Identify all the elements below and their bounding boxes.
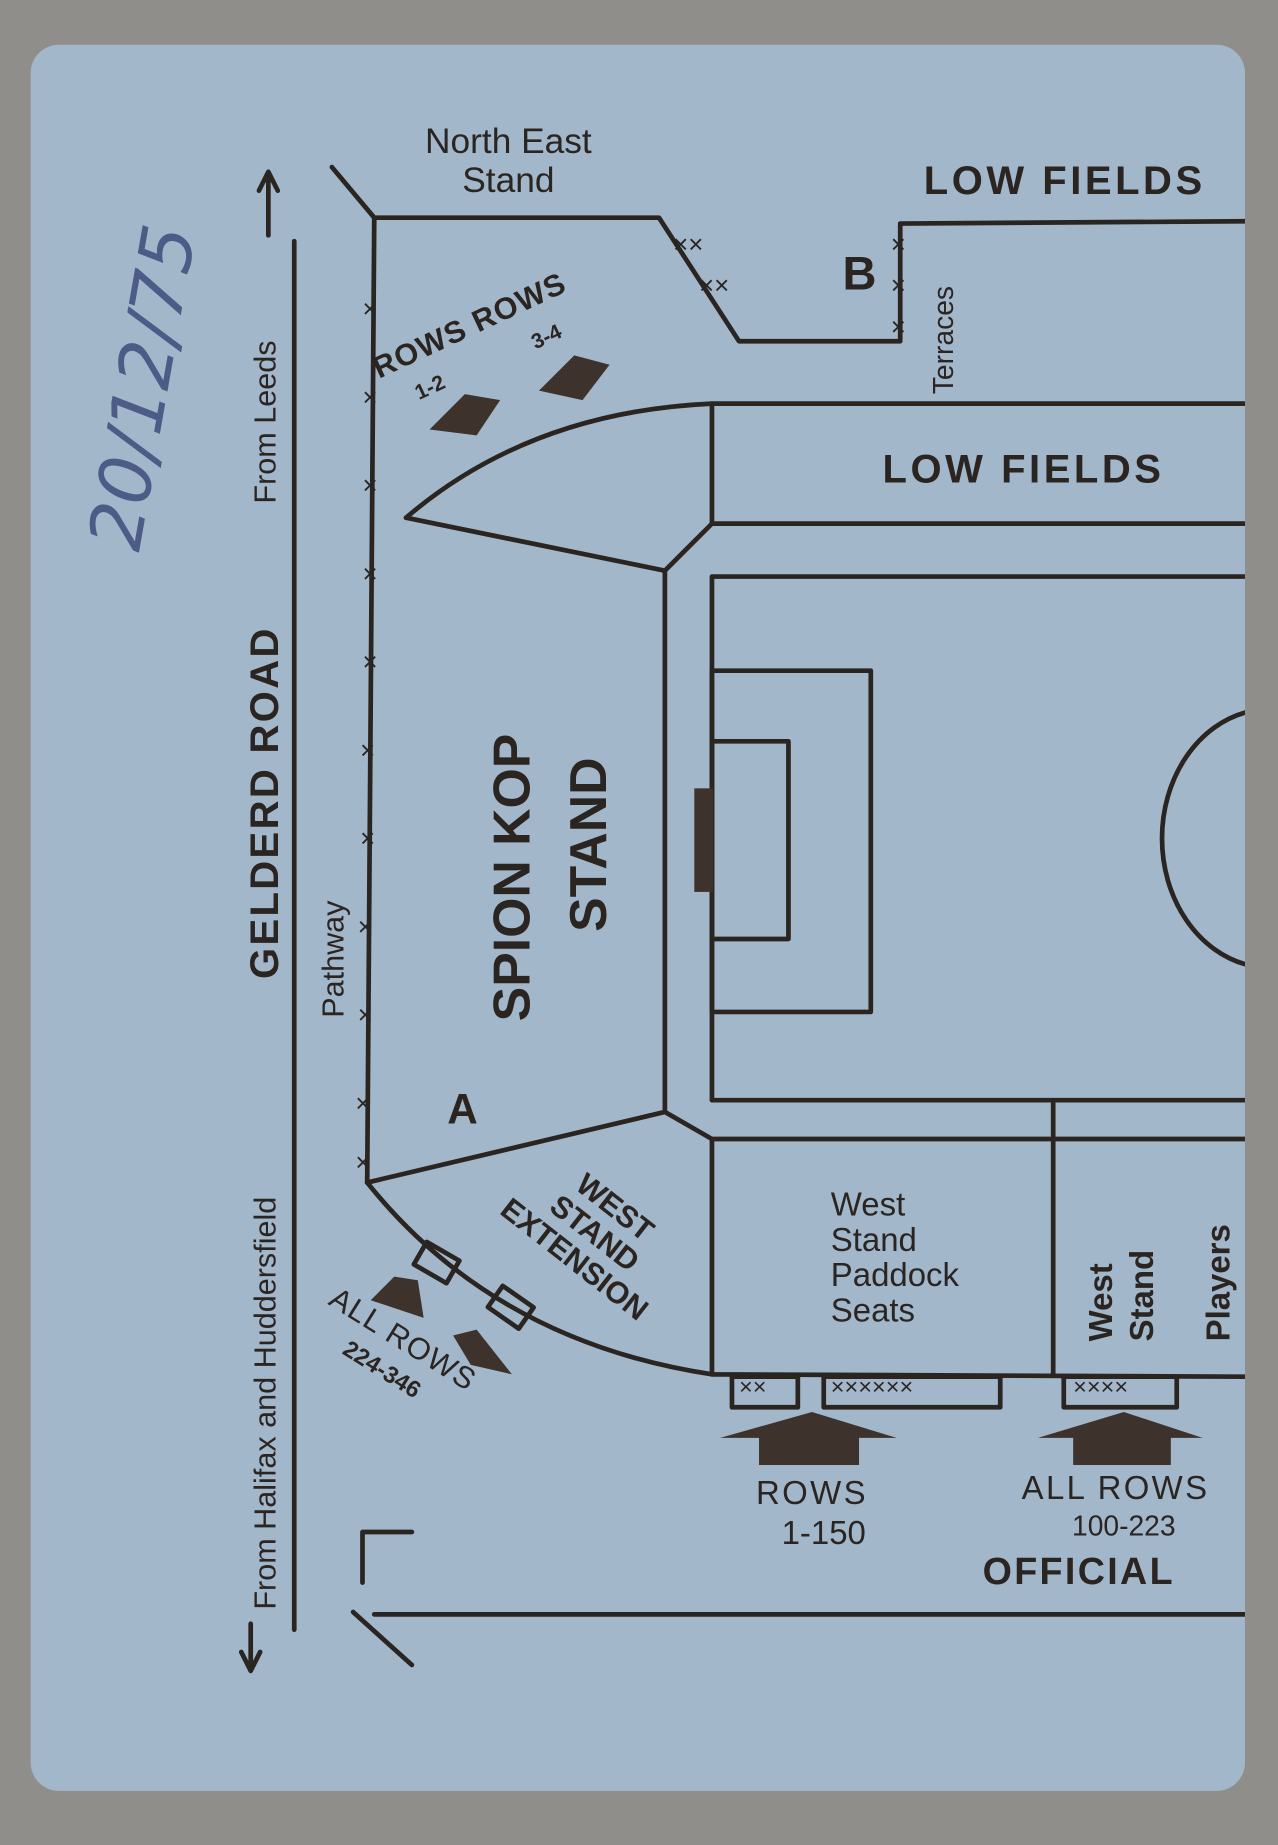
turnstile-markers: ×××××× (831, 1373, 913, 1399)
entrance-arrow-icon (1037, 1411, 1203, 1465)
low-fields-stand-label: LOW FIELDS (883, 447, 1165, 491)
svg-text:Seats: Seats (831, 1291, 915, 1328)
entrance-a-label: A (447, 1086, 478, 1133)
north-east-stand-label-2: Stand (462, 161, 554, 200)
turnstile (1061, 1374, 1180, 1410)
entrance-arrow-icon (720, 1411, 897, 1465)
goal (694, 788, 714, 892)
entrance-arrow-icon (453, 1329, 512, 1375)
svg-text:×: × (360, 825, 375, 853)
svg-text:×: × (891, 272, 906, 300)
turnstile (821, 1374, 1003, 1410)
arrow-down-icon (238, 1621, 263, 1674)
from-halifax-label: From Halifax and Huddersfield (248, 1197, 282, 1610)
low-fields-stand-inner (403, 515, 1245, 574)
west-stand-paddock-label: West Stand Paddock Seats (831, 1185, 960, 1328)
arrow-up-icon (256, 169, 281, 238)
svg-text:×: × (362, 560, 377, 588)
svg-text:West: West (831, 1185, 905, 1222)
svg-text:×: × (360, 737, 375, 765)
all-rows-bottom-range: 100-223 (1072, 1510, 1176, 1542)
svg-text:×: × (891, 313, 906, 341)
svg-text:×: × (355, 1090, 370, 1118)
svg-text:×: × (891, 231, 906, 259)
bottom-diagonal (350, 1609, 415, 1668)
svg-text:×: × (358, 913, 373, 941)
west-stand-roofline (364, 1109, 1245, 1185)
fence-line (364, 215, 377, 1185)
rows-bottom-label: ROWS (756, 1474, 868, 1511)
turnstile-markers: ×××× (1073, 1373, 1128, 1399)
turnstile (729, 1374, 801, 1410)
north-east-stand-label-1: North East (425, 122, 592, 161)
all-rows-bottom-label: ALL ROWS (1022, 1469, 1210, 1506)
turnstile (485, 1283, 536, 1332)
centre-circle (1159, 709, 1245, 968)
svg-text:×: × (362, 649, 377, 677)
official-label: OFFICIAL (983, 1550, 1175, 1592)
entrance-arrow-icon (370, 1276, 424, 1318)
svg-text:××: ×× (699, 272, 729, 300)
west-stand-front (364, 1180, 1245, 1380)
svg-text:×: × (362, 472, 377, 500)
spion-kop-label-1: SPION KOP (483, 734, 541, 1022)
rows-bottom-range: 1-150 (782, 1514, 866, 1551)
low-fields-stand-front (403, 401, 1245, 521)
entrance-arrow-icon (429, 394, 501, 436)
road-name: GELDERD ROAD (243, 626, 287, 979)
svg-text:×: × (362, 384, 377, 412)
entrance-b-label: B (843, 246, 877, 299)
turnstile (411, 1239, 462, 1286)
svg-text:××: ×× (673, 231, 703, 259)
entrance-arrow-icon (538, 355, 610, 401)
svg-text:Stand: Stand (831, 1221, 917, 1258)
ticket (30, 44, 1245, 1791)
players-label: Players (1200, 1224, 1237, 1341)
turnstile-markers: ×× (739, 1373, 766, 1399)
west-stand-label-1: West (1082, 1263, 1119, 1341)
west-stand-label-2: Stand (1123, 1250, 1160, 1341)
terraces-label: Terraces (927, 286, 959, 394)
spion-kop-label-2: STAND (559, 757, 617, 931)
pathway-label: Pathway (317, 900, 351, 1018)
bottom-corner-line (360, 1529, 415, 1585)
svg-text:×: × (358, 1002, 373, 1030)
fence-markers: ×××× ×××× ××× ××××××× (355, 231, 906, 1177)
svg-text:×: × (355, 1149, 370, 1177)
svg-text:Paddock: Paddock (831, 1256, 960, 1293)
from-leeds-label: From Leeds (248, 340, 282, 503)
svg-text:×: × (362, 296, 377, 324)
low-fields-road-label: LOW FIELDS (924, 159, 1206, 203)
